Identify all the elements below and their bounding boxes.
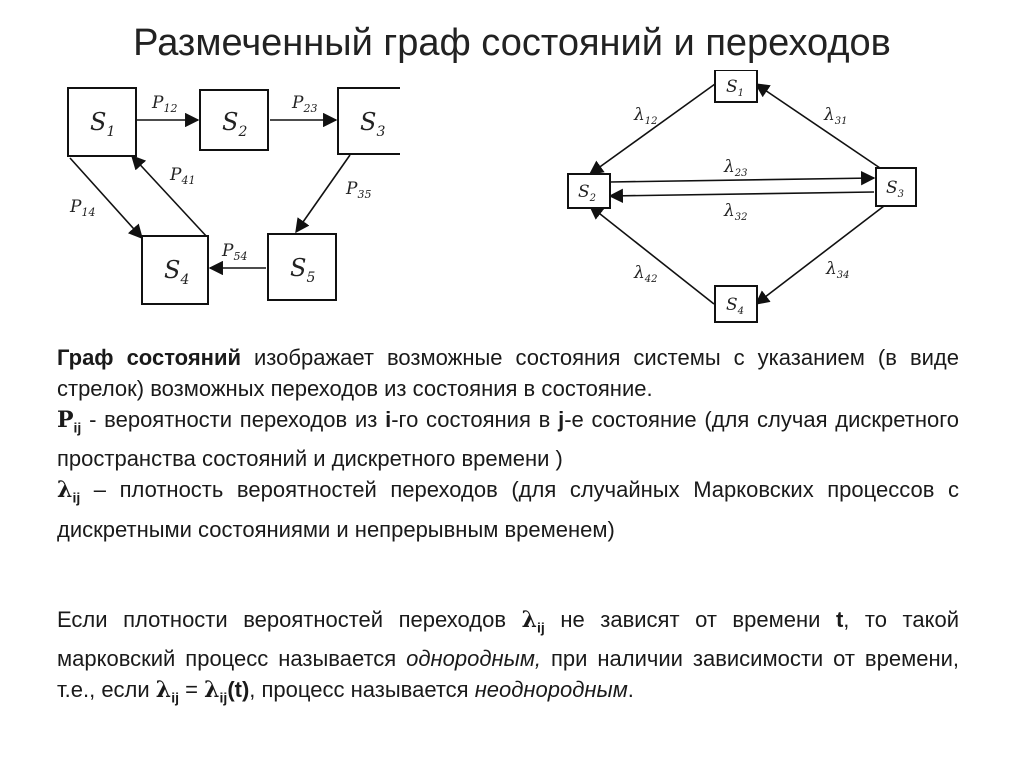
edge-label-p23: P23 xyxy=(291,93,317,115)
svg-text:S4: S4 xyxy=(164,256,189,288)
state-node-s2: S2 xyxy=(567,173,611,209)
edge-label-l12: λ12 xyxy=(633,105,658,127)
edge-label-l31: λ31 xyxy=(823,105,848,127)
edge-l42 xyxy=(588,205,715,305)
svg-text:S3: S3 xyxy=(886,178,904,200)
svg-text:S4: S4 xyxy=(726,295,744,317)
homogeneity-paragraph: Если плотности вероятностей переходов λi… xyxy=(57,604,959,714)
edge-label-p54: P54 xyxy=(221,241,247,263)
state-node-s1: S1 xyxy=(714,70,758,103)
state-node-s1: S1 xyxy=(67,87,137,157)
edge-label-l42: λ42 xyxy=(633,263,658,285)
symbol-lambda: λ xyxy=(57,477,73,504)
definition-lambda-ij: λij – плотность вероятностей переходов (… xyxy=(57,477,959,542)
edge-l31 xyxy=(754,83,881,169)
svg-text:S5: S5 xyxy=(290,254,315,286)
definition-pij: Pij - вероятности переходов из i-го сост… xyxy=(57,407,959,472)
state-node-s4: S4 xyxy=(714,285,758,323)
svg-text:S1: S1 xyxy=(726,77,744,99)
state-node-s4: S4 xyxy=(141,235,209,305)
svg-text:S1: S1 xyxy=(90,108,115,140)
edge-label-p35: P35 xyxy=(345,179,371,201)
definition-state-graph: Граф состояний изображает возможные сост… xyxy=(57,345,959,401)
edge-p35 xyxy=(295,154,351,234)
edge-l34 xyxy=(754,205,885,305)
term-state-graph: Граф состояний xyxy=(57,345,241,370)
edge-l23 xyxy=(609,170,876,186)
edge-l32 xyxy=(608,188,875,204)
definitions: Граф состояний изображает возможные сост… xyxy=(57,342,959,545)
svg-text:S2: S2 xyxy=(222,108,247,140)
state-node-s5: S5 xyxy=(267,233,337,301)
edge-p41 xyxy=(131,154,209,239)
svg-text:S2: S2 xyxy=(578,182,596,204)
edge-label-p14: P14 xyxy=(69,197,95,219)
state-node-s3: S3 xyxy=(875,167,917,207)
edge-label-l32: λ32 xyxy=(723,201,748,223)
state-node-s2: S2 xyxy=(199,89,269,151)
page-title: Размеченный граф состояний и переходов xyxy=(133,22,891,64)
discrete-state-graph: S1 S2 S3 S4 S5 P12 P23 P35 P54 P41 P14 xyxy=(67,87,400,305)
symbol-p: P xyxy=(57,407,74,433)
edge-label-p12: P12 xyxy=(151,93,177,115)
svg-text:S3: S3 xyxy=(360,108,385,140)
edge-label-p41: P41 xyxy=(169,165,195,187)
edge-label-l34: λ34 xyxy=(825,259,850,281)
state-node-s3: S3 xyxy=(337,87,400,155)
edge-label-l23: λ23 xyxy=(723,157,748,179)
continuous-state-graph: S1 S2 S3 S4 λ12 λ31 λ23 λ32 λ42 λ34 xyxy=(567,70,917,323)
edge-p14 xyxy=(69,157,143,240)
edge-l12 xyxy=(588,83,716,175)
homogeneity-text: Если плотности вероятностей переходов λi… xyxy=(57,607,959,706)
